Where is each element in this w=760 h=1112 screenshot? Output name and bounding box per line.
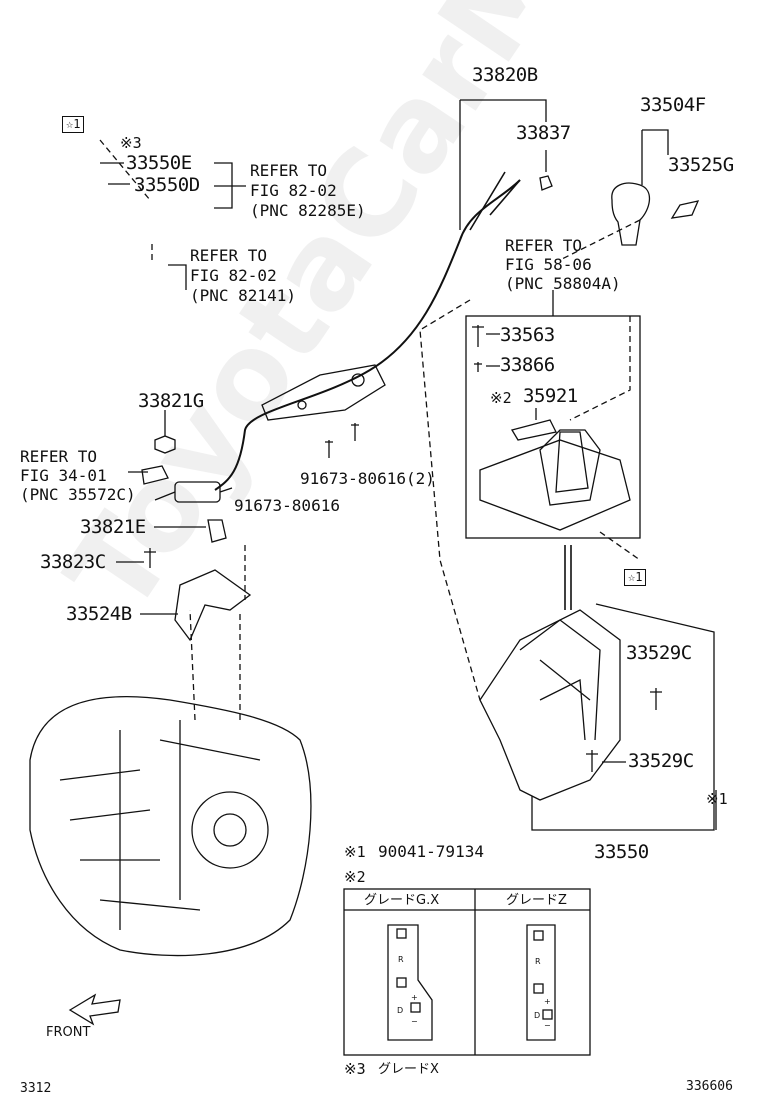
grade-header-z: グレードZ [506, 893, 567, 908]
part-33550D: 33550D [134, 174, 200, 196]
bolt-33529Ca [650, 688, 662, 710]
front-arrow [68, 993, 121, 1026]
bolt-33823C [144, 548, 156, 568]
transmission-outline [29, 695, 312, 957]
clip-33821E [207, 519, 227, 543]
shift-cable [214, 179, 521, 491]
shift-lever [564, 545, 572, 610]
clip-plate [141, 465, 169, 485]
part-33550E: 33550E [126, 152, 192, 174]
part-91673-80616-2: 91673-80616(2) [300, 469, 435, 488]
glyph-d-gx: D [397, 1006, 403, 1015]
part-33821E: 33821E [80, 516, 146, 538]
glyph-plus-gx: + [411, 993, 418, 1002]
page-code-left: 3312 [20, 1081, 52, 1096]
glyph-plus-z: + [544, 997, 551, 1006]
note3-mark-bottom: ※3 [344, 1060, 366, 1078]
grade-header-gx: グレードG.X [364, 893, 440, 908]
note3-text: グレードX [378, 1062, 439, 1077]
knob-plate-33525G [670, 200, 700, 219]
part-33550: 33550 [594, 841, 649, 863]
leader-33550E-D [100, 162, 246, 209]
part-33529C-lower: 33529C [628, 750, 694, 772]
leader-refer2 [168, 264, 187, 290]
cable-end [174, 481, 221, 503]
part-33524B: 33524B [66, 603, 132, 625]
glyph-r-z: R [535, 957, 541, 966]
bolt-33529Cb [586, 750, 598, 772]
part-33821G: 33821G [138, 390, 204, 412]
star1-top-mark: ☆1 [62, 116, 85, 134]
part-91673-80616: 91673-80616 [234, 496, 340, 515]
leader-33563 [486, 333, 500, 367]
leader-33820B [459, 99, 547, 230]
indicator-35921 [510, 419, 557, 441]
part-33823C: 33823C [40, 551, 106, 573]
note2-mark: ※2 [344, 868, 366, 886]
part-33866: 33866 [500, 354, 555, 376]
part-33820B: 33820B [472, 64, 538, 86]
indicator-z [526, 924, 556, 1041]
bolt-91673a [325, 423, 359, 458]
note1-mark: ※1 [344, 843, 366, 861]
screw-33563 [472, 325, 484, 347]
front-label: FRONT [46, 1025, 91, 1040]
shift-base-33550 [479, 609, 621, 801]
part-33837: 33837 [516, 122, 571, 144]
glyph-d-z: D [534, 1011, 540, 1020]
cable-bracket [261, 364, 386, 421]
part-33504F: 33504F [640, 94, 706, 116]
glyph-minus-z: − [544, 1021, 551, 1030]
leader-33504F [641, 129, 669, 185]
indicator-gx [387, 924, 433, 1041]
note1-text: 90041-79134 [378, 842, 484, 861]
star1-mid-mark: ☆1 [624, 569, 647, 587]
leader-33550 [531, 603, 715, 831]
note3-mark: ※3 [120, 134, 142, 152]
note2-mark-inline: ※2 [490, 389, 512, 407]
glyph-r-gx: R [398, 955, 404, 964]
shift-cover [479, 439, 631, 531]
part-33525G: 33525G [668, 154, 734, 176]
grade-table [343, 888, 591, 1056]
note1-mark-side: ※1 [706, 790, 728, 808]
nut-33821G [154, 435, 176, 454]
clip-33837 [539, 175, 553, 191]
part-33563: 33563 [500, 324, 555, 346]
part-35921: 35921 [523, 385, 578, 407]
page-code-right: 336606 [686, 1079, 733, 1094]
shift-knob [611, 182, 651, 246]
dashed-guides [99, 139, 641, 721]
glyph-minus-gx: − [411, 1017, 418, 1026]
bracket-33524B [174, 569, 252, 642]
nut-33866 [474, 362, 482, 372]
part-33529C-upper: 33529C [626, 642, 692, 664]
